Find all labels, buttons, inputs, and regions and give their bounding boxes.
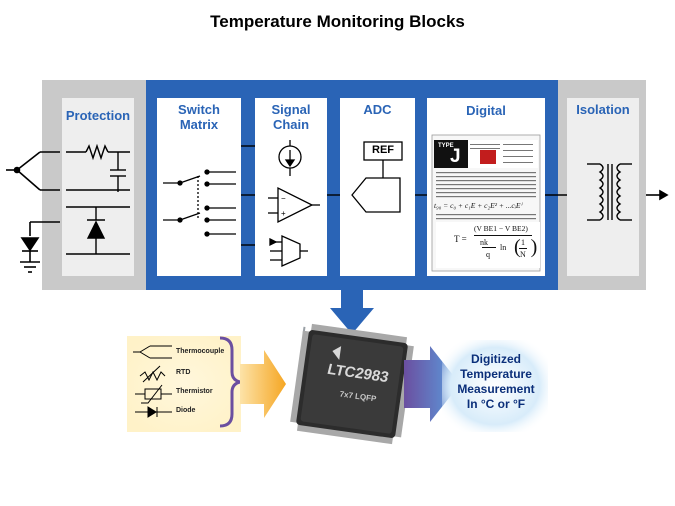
protection-header: Protection (65, 108, 131, 123)
diode-eq-bar2 (482, 247, 496, 248)
thermocouple-input-icon (6, 151, 60, 191)
sensor-label-rtd: RTD (176, 369, 191, 376)
output-glow (442, 340, 548, 432)
adc-panel: ADC (340, 98, 415, 276)
diode-eq-q: q (486, 250, 490, 259)
connector-lines (241, 145, 567, 246)
sensor-panel-bg (127, 336, 241, 432)
output-line-3: Measurement (457, 382, 535, 396)
sensor-label-thermocouple: Thermocouple (176, 348, 225, 355)
sensor-label-thermistor: Thermistor (176, 388, 213, 395)
svg-text:+: + (281, 209, 286, 218)
isolation-panel: Isolation (567, 98, 639, 276)
signal-chain-panel: Signal Chain (255, 98, 327, 276)
output-line-1: Digitized (471, 352, 521, 366)
resistor-capacitor-icon (66, 143, 130, 192)
sensor-rtd-icon (139, 365, 166, 383)
diode-eq-nk: nk (480, 238, 488, 247)
signal-chain-header-line2: Chain (272, 117, 310, 132)
switch-matrix-icon (163, 169, 236, 237)
sensor-diode-icon (135, 406, 172, 418)
diode-eq-bar (474, 235, 532, 236)
isolation-header: Isolation (576, 102, 630, 117)
page-title: Temperature Monitoring Blocks (210, 12, 465, 31)
orange-arrow-icon (240, 350, 286, 418)
adc-icon (351, 141, 403, 213)
output-line-4: In °C or °F (466, 397, 526, 411)
sensor-label-diode: Diode (176, 407, 196, 414)
current-source-icon (278, 140, 302, 176)
diode-eq-numerator: (V BE1 − V BE2) (474, 224, 528, 233)
digital-type-letter: J (450, 146, 461, 167)
switch-matrix-panel: Switch Matrix (157, 98, 241, 276)
diode-eq-paren: ( ) (514, 236, 538, 258)
svg-text:−: − (281, 194, 286, 203)
adc-ref-label: REF (372, 144, 394, 156)
ltc2983-chip-icon (290, 323, 414, 445)
digital-poly-equation: t₉₀ = c₀ + c₁E + c₂E² + ...cᵢEⁱ (434, 201, 522, 210)
diode-eq-frac-bottom: N (520, 250, 526, 259)
sensor-thermocouple-icon (133, 345, 172, 359)
diode-eq-bar3 (519, 248, 527, 249)
switch-matrix-header: Switch Matrix (157, 102, 241, 132)
protection-panel: Protection (62, 98, 134, 276)
switch-matrix-header-line2: Matrix (179, 117, 219, 132)
transformer-icon (587, 163, 632, 221)
diode-ground-icon (20, 221, 60, 273)
diode-equation-block: T = (V BE1 − V BE2) nk q ln ( ) 1 N (436, 222, 540, 268)
sensor-thermistor-icon (135, 384, 172, 404)
diode-eq-frac-top: 1 (521, 238, 525, 247)
signal-chain-header: Signal Chain (255, 102, 327, 132)
protection-diode-icon (66, 206, 130, 255)
down-arrow-icon (330, 290, 374, 334)
output-arrow-icon (646, 189, 669, 201)
diode-eq-lhs: T = (454, 234, 467, 244)
output-description: Digitized Temperature Measurement In °C … (444, 352, 548, 412)
switch-matrix-header-line1: Switch (178, 102, 220, 117)
digital-header: Digital (466, 103, 506, 118)
output-line-2: Temperature (460, 367, 532, 381)
output-blue-arrow-icon (404, 346, 460, 422)
op-amp-icon: − + (268, 186, 320, 224)
multiplexer-icon (269, 234, 308, 268)
diode-eq-ln: ln (500, 243, 507, 252)
digital-type-label: TYPE (438, 143, 454, 149)
signal-chain-header-line1: Signal (271, 102, 311, 117)
adc-header: ADC (363, 102, 392, 117)
